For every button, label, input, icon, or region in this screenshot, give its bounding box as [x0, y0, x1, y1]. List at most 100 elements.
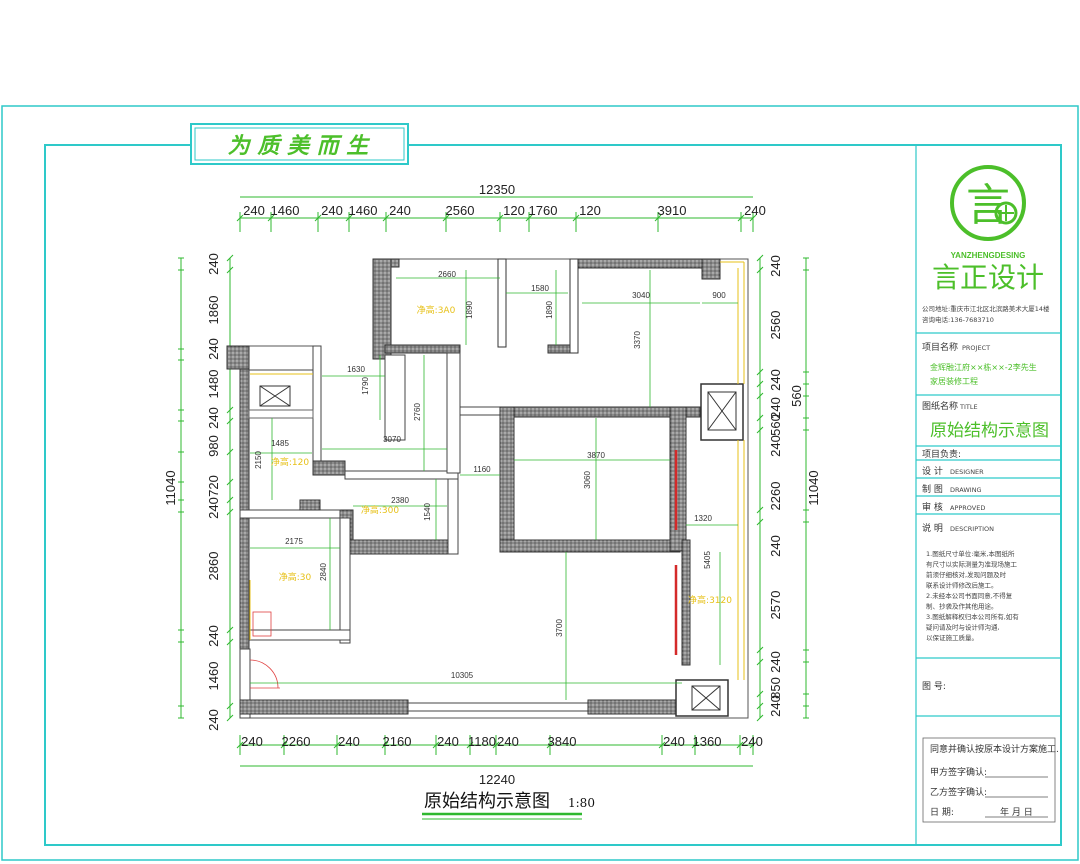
brand-cn: 言正设计	[932, 261, 1044, 294]
drawing-name-sub: TITLE	[959, 403, 978, 411]
design-label: 设 计	[922, 465, 943, 477]
bottom-dim: 240	[241, 734, 263, 749]
title-block	[915, 145, 1061, 845]
dimension-ticks	[178, 212, 809, 755]
top-dim: 240	[243, 203, 265, 218]
note-line: 前须仔细核对,发现问题及时	[926, 570, 1007, 579]
room-dim: 2150	[254, 451, 263, 469]
top-dim: 3910	[658, 203, 687, 218]
left-dim: 2860	[206, 552, 221, 581]
room-dim: 2840	[319, 563, 328, 581]
note-line: 2.未经本公司书面同意,不得复	[926, 591, 1013, 600]
notes-sub: DESCRIPTION	[950, 525, 994, 533]
bottom-dim: 3840	[548, 734, 577, 749]
left-total-dim: 11040	[163, 470, 178, 505]
right-dim: 240	[768, 651, 783, 673]
top-dim: 1460	[271, 203, 300, 218]
left-dim: 240	[206, 407, 221, 429]
note-line: 3.图纸解释权归本公司所有,如有	[926, 612, 1019, 621]
room-dim: 1890	[545, 301, 554, 319]
project-line-1: 金辉融江府××栋××-2李先生	[930, 362, 1037, 372]
notes-label: 说 明	[922, 522, 943, 534]
top-dim: 240	[321, 203, 343, 218]
right-dim: 850	[768, 677, 783, 699]
room-dim: 5405	[703, 551, 712, 569]
left-dim: 980	[206, 435, 221, 457]
notes-list: 1.图纸尺寸单位:毫米,本图纸所 有尺寸以实际测量为准现场施工 前须仔细核对,发…	[926, 549, 1019, 642]
top-dim: 240	[389, 203, 411, 218]
bottom-dim: 2160	[383, 734, 412, 749]
room-dim: 10305	[451, 671, 474, 680]
slogan-banner: 为 质 美 而 生	[190, 123, 409, 165]
bottom-dim: 240	[497, 734, 519, 749]
right-extra-dim: 560	[789, 385, 804, 407]
drawing-name: 原始结构示意图	[930, 421, 1049, 441]
bottom-dim: 240	[338, 734, 360, 749]
right-dim: 560	[768, 414, 783, 436]
right-total-dim: 11040	[806, 470, 821, 505]
room-dim: 900	[712, 291, 726, 300]
room-height-label: 净高:3120	[688, 594, 732, 606]
left-dim: 240	[206, 338, 221, 360]
room-dim: 3870	[587, 451, 605, 460]
bottom-dim: 240	[741, 734, 763, 749]
company-phone: 咨询电话:136-7683710	[922, 315, 994, 324]
drawing-no-label: 图 号:	[922, 681, 946, 692]
room-dim: 2760	[413, 403, 422, 421]
left-dim: 240	[206, 709, 221, 731]
project-name-label: 项目名称	[922, 341, 958, 353]
right-dim: 240	[768, 695, 783, 717]
review-label: 审 核	[922, 501, 943, 513]
room-dim: 1160	[473, 465, 491, 474]
left-dim: 1480	[206, 370, 221, 399]
top-dim: 1460	[349, 203, 378, 218]
left-dim: 1460	[206, 662, 221, 691]
right-dim: 240	[768, 369, 783, 391]
plan-caption: 原始结构示意图	[424, 791, 550, 812]
room-dim: 3370	[633, 331, 642, 349]
review-sub: APPROVED	[950, 504, 985, 512]
note-line: 1.图纸尺寸单位:毫米,本图纸所	[926, 549, 1015, 558]
right-dim: 240	[768, 435, 783, 457]
project-name-sub: PROJECT	[962, 344, 990, 352]
room-dim: 2660	[438, 270, 456, 279]
room-height-label: 净高:120	[271, 456, 309, 468]
left-dim: 720	[206, 475, 221, 497]
dimension-lines	[180, 196, 807, 767]
top-dim: 1760	[529, 203, 558, 218]
room-dim: 3060	[583, 471, 592, 489]
left-dim: 240	[206, 625, 221, 647]
room-dim: 1540	[423, 503, 432, 521]
bottom-total-dim: 12240	[479, 772, 515, 787]
room-dim: 2380	[391, 496, 409, 505]
brand-en: YANZHENGDESING	[951, 251, 1026, 260]
room-height-label: 净高:3A0	[417, 304, 456, 316]
bottom-dim: 1360	[693, 734, 722, 749]
note-line: 制、抄袭及作其他用途。	[926, 602, 998, 611]
bottom-dim: 1180	[468, 734, 496, 749]
draw-label: 制 图	[922, 483, 943, 495]
top-dim: 240	[744, 203, 766, 218]
left-dim: 240	[206, 497, 221, 519]
room-dim: 1485	[271, 439, 289, 448]
room-dim: 3070	[383, 435, 401, 444]
slogan-text: 为 质 美 而 生	[228, 133, 371, 159]
left-dim: 1860	[206, 296, 221, 325]
sheet-inner-frame	[44, 144, 1062, 846]
room-dim: 1320	[694, 514, 712, 523]
right-dim: 2560	[768, 311, 783, 340]
room-dim: 3700	[555, 619, 564, 637]
room-dim: 3040	[632, 291, 650, 300]
right-dim: 240	[768, 255, 783, 277]
bottom-dim: 2260	[282, 734, 311, 749]
project-line-2: 家居装修工程	[930, 376, 978, 386]
brand-logo: 言	[950, 165, 1026, 241]
left-dim: 240	[206, 253, 221, 275]
date-label: 日 期:	[930, 807, 954, 818]
sheet-outer-frame	[1, 105, 1079, 861]
right-dim: 2260	[768, 482, 783, 511]
room-dim: 1890	[465, 301, 474, 319]
